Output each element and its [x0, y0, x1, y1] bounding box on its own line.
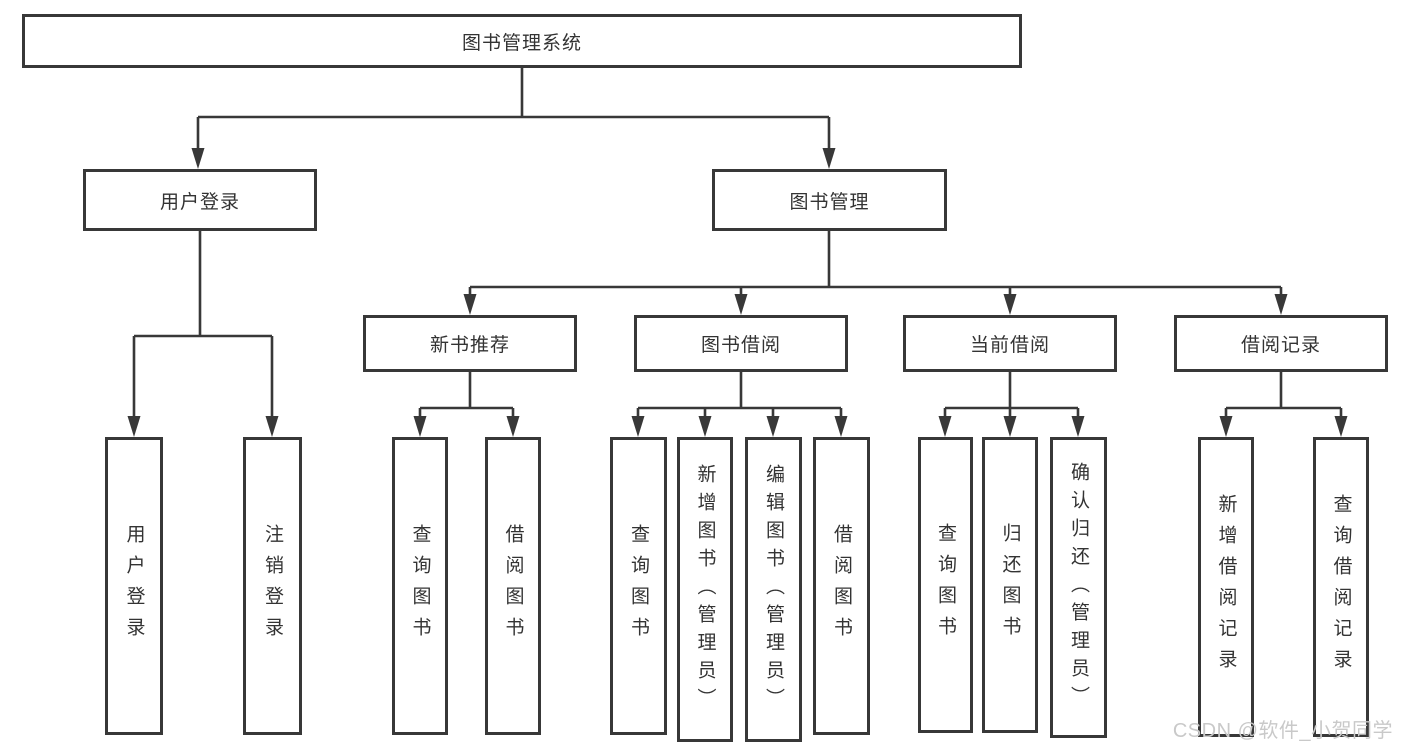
- node-book-borrowing-label: 图书借阅: [700, 335, 781, 356]
- node-logout: 注销登录: [243, 437, 302, 735]
- node-current-borrowing-label: 当前借阅: [969, 335, 1050, 356]
- node-add-book-admin: 新增图书（管理员）: [677, 437, 733, 742]
- node-edit-book-admin-label: 编辑图书（管理员）: [763, 463, 784, 716]
- node-confirm-return-admin: 确认归还（管理员）: [1050, 437, 1107, 738]
- node-current-borrowing: 当前借阅: [903, 315, 1117, 372]
- node-borrowing-records: 借阅记录: [1174, 315, 1388, 372]
- watermark: CSDN @软件_小贺同学: [1172, 720, 1393, 742]
- node-borrow-book-2: 借阅图书: [813, 437, 870, 735]
- node-library-system-label: 图书管理系统: [461, 32, 582, 54]
- node-query-book-3-label: 查询图书: [935, 523, 956, 647]
- node-user-login-label: 用户登录: [123, 524, 145, 648]
- node-user-login-group: 用户登录: [83, 169, 317, 231]
- node-user-login: 用户登录: [105, 437, 163, 735]
- node-borrowing-records-label: 借阅记录: [1240, 335, 1321, 356]
- node-add-borrow-record: 新增借阅记录: [1198, 437, 1254, 737]
- node-add-borrow-record-label: 新增借阅记录: [1215, 494, 1237, 680]
- node-query-borrow-record-label: 查询借阅记录: [1330, 494, 1352, 680]
- node-edit-book-admin: 编辑图书（管理员）: [745, 437, 802, 742]
- node-borrow-book-2-label: 借阅图书: [831, 524, 852, 648]
- node-new-book-recommend-label: 新书推荐: [429, 335, 510, 356]
- node-library-system: 图书管理系统: [22, 14, 1022, 68]
- node-new-book-recommend: 新书推荐: [363, 315, 577, 372]
- node-query-book-1: 查询图书: [392, 437, 448, 735]
- node-query-book-2: 查询图书: [610, 437, 667, 735]
- node-logout-label: 注销登录: [262, 524, 283, 648]
- node-query-book-1-label: 查询图书: [409, 524, 431, 648]
- node-book-management-label: 图书管理: [789, 191, 870, 213]
- node-user-login-group-label: 用户登录: [159, 191, 240, 213]
- node-borrow-book-1-label: 借阅图书: [502, 524, 524, 648]
- node-book-management: 图书管理: [712, 169, 947, 231]
- node-book-borrowing: 图书借阅: [634, 315, 848, 372]
- node-return-book: 归还图书: [982, 437, 1038, 733]
- node-query-book-2-label: 查询图书: [628, 524, 649, 648]
- node-query-borrow-record: 查询借阅记录: [1313, 437, 1369, 737]
- node-borrow-book-1: 借阅图书: [485, 437, 541, 735]
- node-return-book-label: 归还图书: [999, 523, 1021, 647]
- node-confirm-return-admin-label: 确认归还（管理员）: [1068, 461, 1089, 714]
- node-query-book-3: 查询图书: [918, 437, 973, 733]
- node-add-book-admin-label: 新增图书（管理员）: [694, 463, 716, 716]
